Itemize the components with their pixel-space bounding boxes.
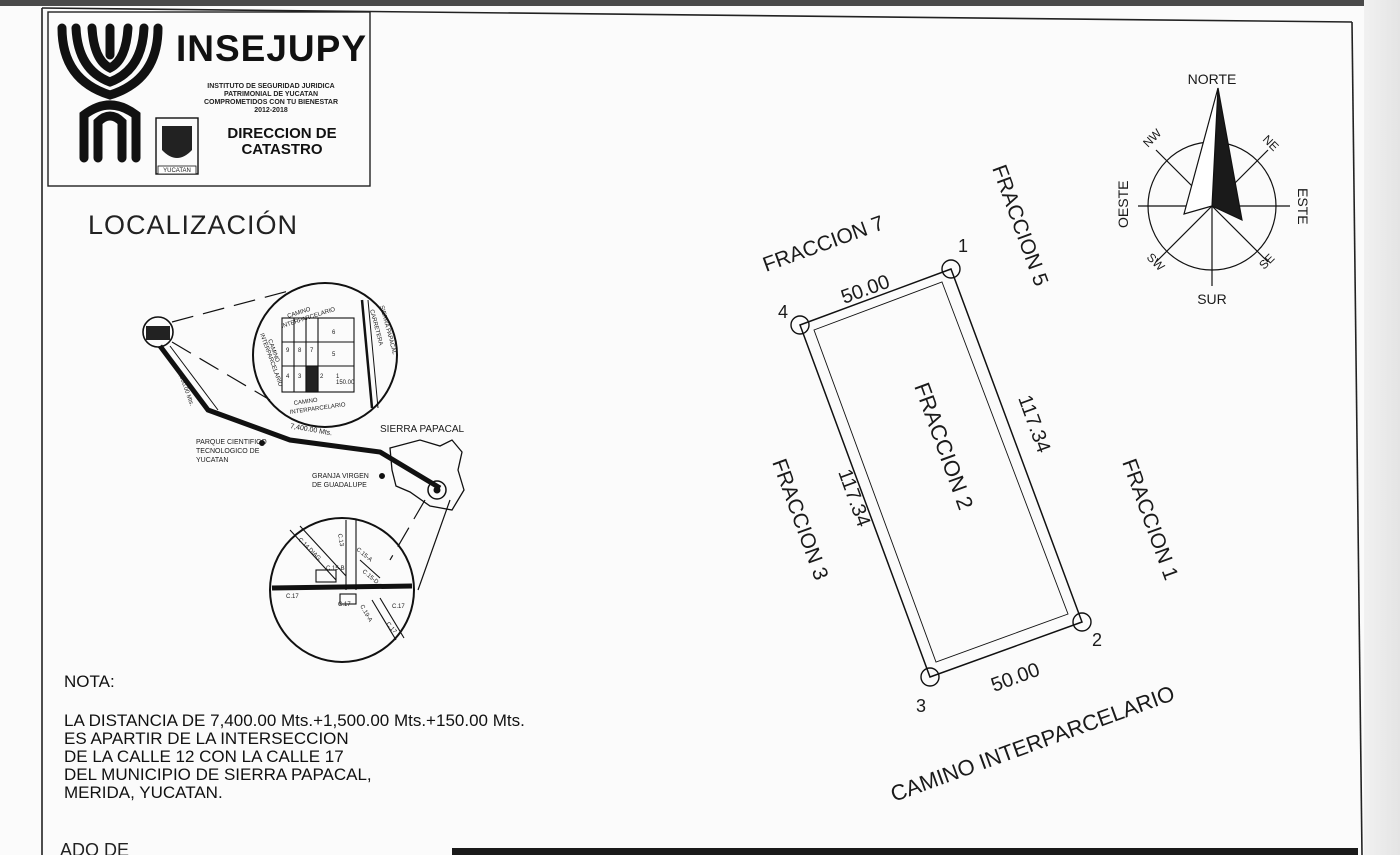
parcel-detail-circle bbox=[252, 282, 398, 428]
place-parque-3: YUCATAN bbox=[196, 457, 228, 464]
street-c19a: C.19-A bbox=[358, 604, 373, 623]
street-c14diag: C.14 DIAG. bbox=[297, 537, 323, 563]
bottom-table-header bbox=[452, 848, 1358, 855]
page-edge-shadow bbox=[1364, 0, 1400, 855]
vertex-label-2: 2 bbox=[1092, 630, 1102, 650]
compass-east: ESTE bbox=[1295, 188, 1311, 225]
lot-7: 7 bbox=[310, 348, 314, 354]
direction-line-1: DIRECCION DE bbox=[227, 125, 337, 142]
header-logo-box: YUCATAN bbox=[47, 11, 371, 187]
distance-150: 150.00 bbox=[336, 380, 355, 386]
nota-line-3: DE LA CALLE 12 CON LA CALLE 17 bbox=[64, 747, 344, 766]
place-parque-1: PARQUE CIENTIFICO bbox=[196, 439, 267, 446]
street-c17-b: C.17 bbox=[338, 602, 351, 608]
compass-nw: NW bbox=[1140, 126, 1165, 151]
lot-6: 6 bbox=[332, 330, 336, 336]
street-c17-c: C.17 bbox=[392, 604, 405, 610]
lot-2: 2 bbox=[320, 374, 324, 380]
place-granja-1: GRANJA VIRGEN bbox=[312, 473, 369, 480]
street-detail-circle bbox=[269, 517, 415, 663]
destination-marker bbox=[427, 480, 447, 500]
institute-line-4: 2012-2018 bbox=[254, 107, 288, 114]
parcel-center-label: FRACCION 2 bbox=[909, 379, 978, 513]
institute-line-2: PATRIMONIAL DE YUCATAN bbox=[223, 91, 319, 98]
sheet-frame bbox=[41, 7, 1363, 855]
lot-grid bbox=[281, 299, 379, 409]
institute-text: INSTITUTO DE SEGURIDAD JURIDICA PATRIMON… bbox=[180, 83, 362, 115]
compass-ne: NE bbox=[1260, 132, 1282, 154]
street-c17-a: C.17 bbox=[286, 594, 299, 600]
parcel-labels: FRACCION 7 FRACCION 5 FRACCION 1 FRACCIO… bbox=[760, 162, 1183, 807]
lot-5: 5 bbox=[332, 352, 336, 358]
detail-label-3a: CAMINO bbox=[293, 398, 318, 407]
detail-label-road-b: SIERRA PAPACAL bbox=[378, 305, 397, 356]
neighbor-right: FRACCION 1 bbox=[1117, 456, 1182, 583]
side-right-length: 117.34 bbox=[1013, 392, 1054, 456]
institute-line-3: COMPROMETIDOS CON TU BIENESTAR bbox=[203, 99, 339, 106]
place-granja-2: DE GUADALUPE bbox=[312, 482, 367, 489]
street-c15b: C.15-B bbox=[326, 566, 345, 572]
yucatan-seal-icon bbox=[155, 117, 199, 175]
origin-marker bbox=[142, 316, 174, 348]
lot-1: 1 bbox=[336, 374, 340, 380]
side-bottom-length: 50.00 bbox=[988, 659, 1043, 697]
neighbor-bottom: CAMINO INTERPARCELARIO bbox=[887, 680, 1178, 806]
lot-4: 4 bbox=[286, 374, 290, 380]
vertex-label-4: 4 bbox=[778, 302, 788, 322]
side-top-length: 50.00 bbox=[838, 271, 893, 309]
direction-line-2: CATASTRO bbox=[241, 141, 323, 158]
street-grid bbox=[271, 520, 413, 641]
street-c13: C.13 bbox=[336, 533, 344, 547]
nota-line-1: LA DISTANCIA DE 7,400.00 Mts.+1,500.00 M… bbox=[64, 711, 525, 730]
direction-text: DIRECCION DE CATASTRO bbox=[202, 126, 362, 158]
seal-label: YUCATAN bbox=[163, 168, 191, 174]
insejupy-logo-mark bbox=[57, 23, 163, 163]
neighbor-left: FRACCION 3 bbox=[767, 456, 832, 583]
nota-line-5: MERIDA, YUCATAN. bbox=[64, 783, 223, 802]
place-parque-2: TECNOLOGICO DE bbox=[196, 448, 260, 455]
vertex-marker-3 bbox=[920, 667, 940, 687]
side-left-length: 117.34 bbox=[833, 466, 874, 530]
vertex-label-1: 1 bbox=[958, 236, 968, 256]
route-line bbox=[158, 344, 442, 491]
compass-rose bbox=[1138, 87, 1290, 286]
compass-north: NORTE bbox=[1188, 71, 1237, 87]
localizacion-title: LOCALIZACIÓN bbox=[88, 210, 299, 240]
nota-line-2: ES APARTIR DE LA INTERSECCION bbox=[64, 729, 349, 748]
neighbor-right-top: FRACCION 5 bbox=[987, 162, 1052, 289]
street-c15a: C.15-A bbox=[355, 547, 373, 564]
nota-body: LA DISTANCIA DE 7,400.00 Mts.+1,500.00 M… bbox=[64, 712, 525, 802]
compass-south: SUR bbox=[1197, 291, 1227, 307]
parcel-polygon bbox=[790, 259, 1092, 687]
lot-3: 3 bbox=[298, 374, 302, 380]
location-map bbox=[142, 282, 465, 663]
place-sierra-papacal: SIERRA PAPACAL bbox=[380, 424, 465, 435]
nota-line-4: DEL MUNICIPIO DE SIERRA PAPACAL, bbox=[64, 765, 372, 784]
vertex-marker-4 bbox=[790, 315, 810, 335]
lot-8: 8 bbox=[298, 348, 302, 354]
vertex-marker-2 bbox=[1072, 612, 1092, 632]
compass-west: OESTE bbox=[1115, 181, 1131, 228]
vertex-marker-1 bbox=[941, 259, 961, 279]
institute-line-1: INSTITUTO DE SEGURIDAD JURIDICA bbox=[207, 83, 335, 90]
window-top-edge bbox=[0, 0, 1400, 6]
vertex-label-3: 3 bbox=[916, 696, 926, 716]
street-c15d: C.15-D bbox=[361, 569, 380, 586]
lot-9: 9 bbox=[286, 348, 290, 354]
neighbor-top: FRACCION 7 bbox=[760, 212, 887, 277]
town-outline bbox=[389, 439, 465, 511]
cut-off-heading: ADO DE bbox=[60, 840, 130, 855]
logo-wordmark: INSEJUPY bbox=[176, 28, 368, 69]
nota-label: NOTA: bbox=[64, 672, 115, 691]
